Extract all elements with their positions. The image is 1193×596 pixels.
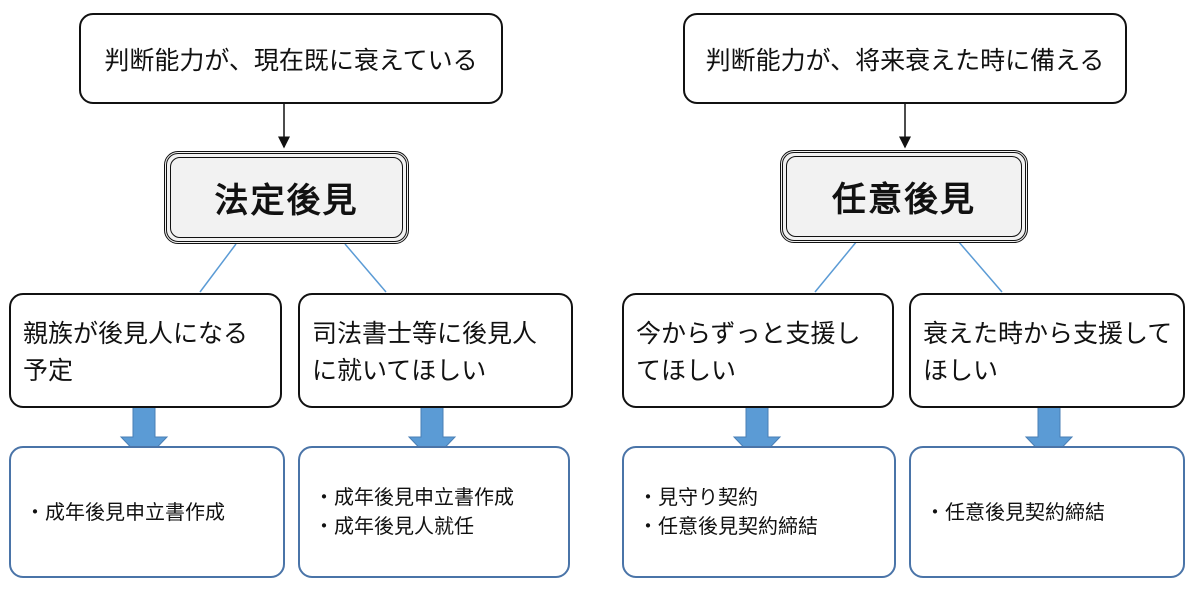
- task-item: ・見守り契約: [638, 485, 758, 509]
- right-option-a-tasks: ・見守り契約 ・任意後見契約締結: [622, 446, 896, 578]
- task-item: ・成年後見申立書作成: [25, 499, 225, 524]
- branch-right-a: [814, 240, 858, 293]
- left-option-b-tasks: ・成年後見申立書作成 ・成年後見人就任: [298, 446, 570, 578]
- left-option-a-tasks: ・成年後見申立書作成: [9, 446, 285, 578]
- left-type-box: 法定後見: [164, 151, 409, 244]
- branch-left-a: [199, 243, 237, 293]
- right-option-a-text: 今からずっと支援してほしい: [636, 319, 861, 385]
- left-option-b-box: 司法書士等に後見人に就いてほしい: [298, 293, 573, 408]
- right-option-b-tasks: ・任意後見契約締結: [909, 446, 1185, 578]
- right-condition-text: 判断能力が、将来衰えた時に備える: [705, 45, 1105, 75]
- right-condition-box: 判断能力が、将来衰えた時に備える: [683, 13, 1127, 104]
- branch-left-b: [344, 243, 387, 293]
- task-item: ・任意後見契約締結: [638, 514, 818, 538]
- left-type-inner-border: [170, 157, 403, 238]
- right-type-label: 任意後見: [832, 180, 976, 220]
- right-option-a-box: 今からずっと支援してほしい: [622, 293, 894, 408]
- right-option-b-text: 衰えた時から支援してほしい: [923, 319, 1173, 385]
- task-item: ・成年後見申立書作成: [314, 485, 514, 509]
- left-option-a-box: 親族が後見人になる予定: [9, 293, 282, 408]
- left-option-b-text: 司法書士等に後見人に就いてほしい: [312, 319, 538, 385]
- branch-right-b: [957, 240, 1003, 293]
- right-type-box: 任意後見: [780, 150, 1028, 243]
- left-condition-text: 判断能力が、現在既に衰えている: [104, 45, 478, 75]
- task-item: ・成年後見人就任: [314, 514, 474, 538]
- left-condition-box: 判断能力が、現在既に衰えている: [79, 13, 503, 104]
- left-option-a-text: 親族が後見人になる予定: [23, 319, 249, 385]
- right-type-inner-border: [786, 156, 1022, 237]
- task-item: ・任意後見契約締結: [925, 499, 1105, 524]
- right-option-b-box: 衰えた時から支援してほしい: [909, 293, 1185, 408]
- left-type-label: 法定後見: [214, 181, 359, 221]
